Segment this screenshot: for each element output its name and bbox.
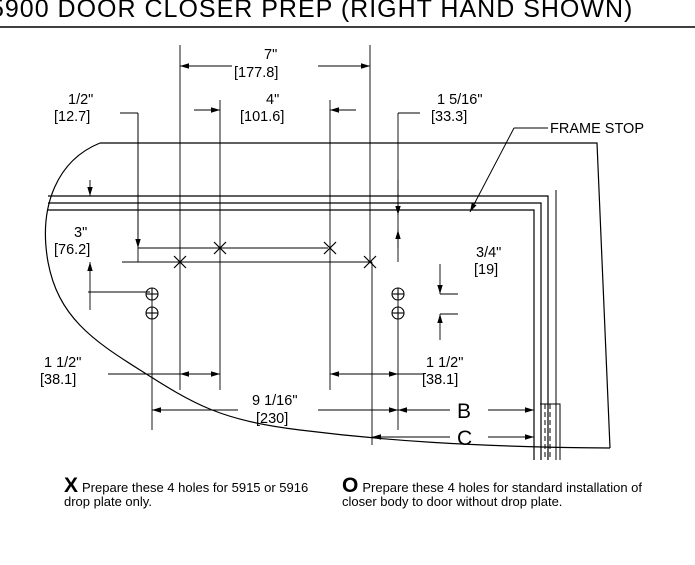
dim-112-left-mm: [38.1] [40,372,76,388]
door-frame-outline [44,142,611,460]
o-hole-2 [145,306,159,320]
dim-34-in: 3/4" [476,245,501,261]
x-hole-4 [363,255,377,269]
dim-112-left-in: 1 1/2" [44,355,81,371]
dim-c-label: C [457,427,472,450]
x-hole-3 [323,241,337,255]
legend-o-symbol: O [342,474,359,497]
dim-112-right-mm: [38.1] [422,372,458,388]
dim-9116-in: 9 1/16" [252,393,297,409]
legend-o-text: Prepare these 4 holes for standard insta… [342,480,643,509]
frame-stop-label: FRAME STOP [550,121,644,137]
dim-half-mm: [12.7] [54,109,90,125]
dim-b-label: B [457,400,471,423]
dim-4-in: 4" [266,92,279,108]
dimension-labels: 7" [177.8] 4" [101.6] 1/2" [12.7] 1 5/16… [40,47,501,450]
legend-x-symbol: X [64,474,79,497]
page-title-text: 5900 DOOR CLOSER PREP (RIGHT HAND SHOWN) [0,0,634,23]
o-hole-4 [391,306,405,320]
dim-3-mm: [76.2] [54,242,90,258]
frame-stop-leader [469,127,548,213]
dim-4-mm: [101.6] [240,109,284,125]
hinge-edge [540,403,561,460]
dim-9116-mm: [230] [256,411,288,427]
dim-3-in: 3" [74,225,87,241]
dim-1516-mm: [33.3] [431,109,467,125]
x-hole-1 [173,255,187,269]
o-holes [145,287,405,320]
dim-7-in: 7" [264,47,277,63]
o-hole-3 [391,287,405,301]
page-title: 5900 DOOR CLOSER PREP (RIGHT HAND SHOWN) [0,0,695,24]
dim-34-mm: [19] [474,262,498,278]
legend-x-text: Prepare these 4 holes for 5915 or 5916 d… [64,480,309,509]
x-hole-2 [213,241,227,255]
dim-1516-in: 1 5/16" [437,92,482,108]
dim-half-in: 1/2" [68,92,93,108]
x-holes [173,241,377,269]
dim-7-mm: [177.8] [234,65,278,81]
dim-112-right-in: 1 1/2" [426,355,463,371]
dimension-lines [87,63,534,445]
o-hole-1 [145,287,159,301]
